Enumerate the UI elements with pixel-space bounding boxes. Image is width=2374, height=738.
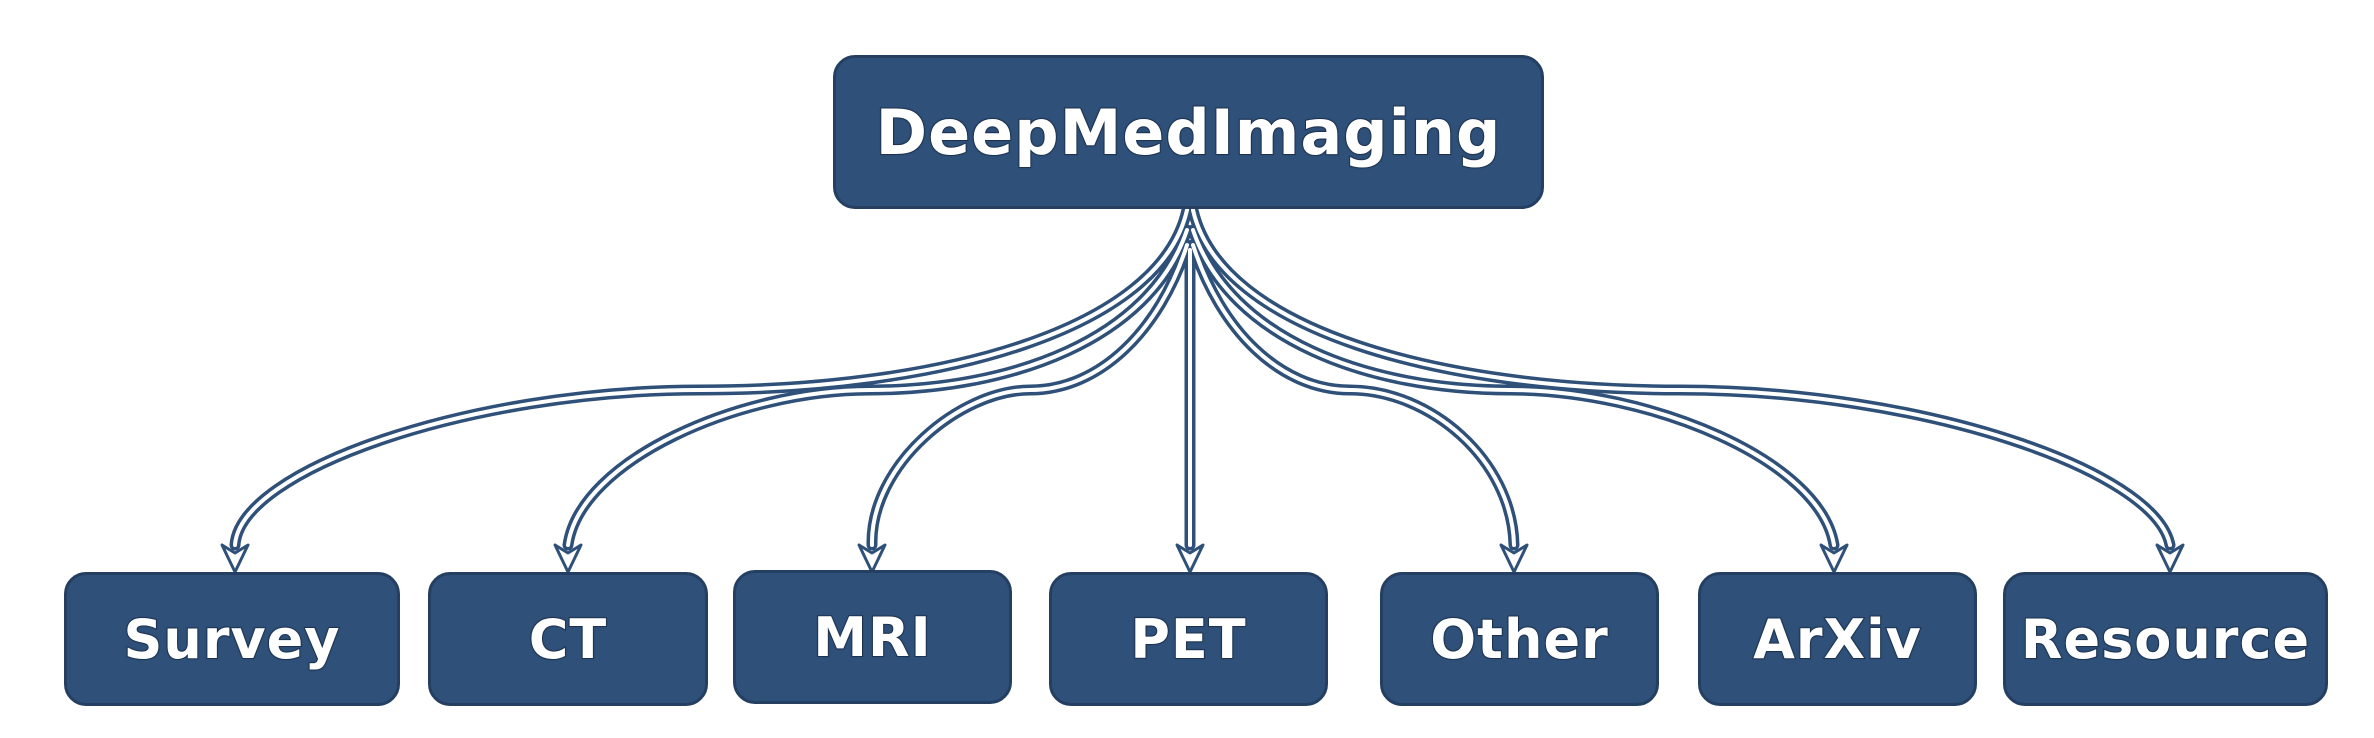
arrowhead-pet: [1175, 543, 1205, 574]
node-pet-label: PET: [1129, 607, 1247, 672]
root-node: DeepMedImaging: [833, 55, 1544, 209]
node-arxiv: ArXiv: [1698, 572, 1977, 706]
node-other-label: Other: [1429, 607, 1609, 672]
node-mri-label: MRI: [812, 605, 932, 670]
node-arxiv-label: ArXiv: [1752, 607, 1922, 672]
arrowhead-survey: [220, 543, 250, 574]
arrowhead-ct: [553, 543, 583, 574]
arrowhead-arxiv: [1819, 543, 1849, 574]
node-mri: MRI: [733, 570, 1012, 704]
arrowhead-mri: [857, 543, 887, 574]
edge-resource: [1187, 204, 2176, 551]
node-survey-label: Survey: [123, 607, 341, 672]
arrowhead-other: [1499, 543, 1529, 574]
node-other: Other: [1380, 572, 1659, 706]
root-node-label: DeepMedImaging: [875, 95, 1502, 170]
node-ct-label: CT: [528, 607, 608, 672]
arrowhead-resource: [2155, 543, 2185, 574]
node-ct: CT: [428, 572, 708, 706]
node-resource-label: Resource: [2020, 607, 2311, 672]
node-pet: PET: [1049, 572, 1328, 706]
edge-survey: [229, 204, 1193, 551]
node-resource: Resource: [2003, 572, 2328, 706]
node-survey: Survey: [64, 572, 400, 706]
